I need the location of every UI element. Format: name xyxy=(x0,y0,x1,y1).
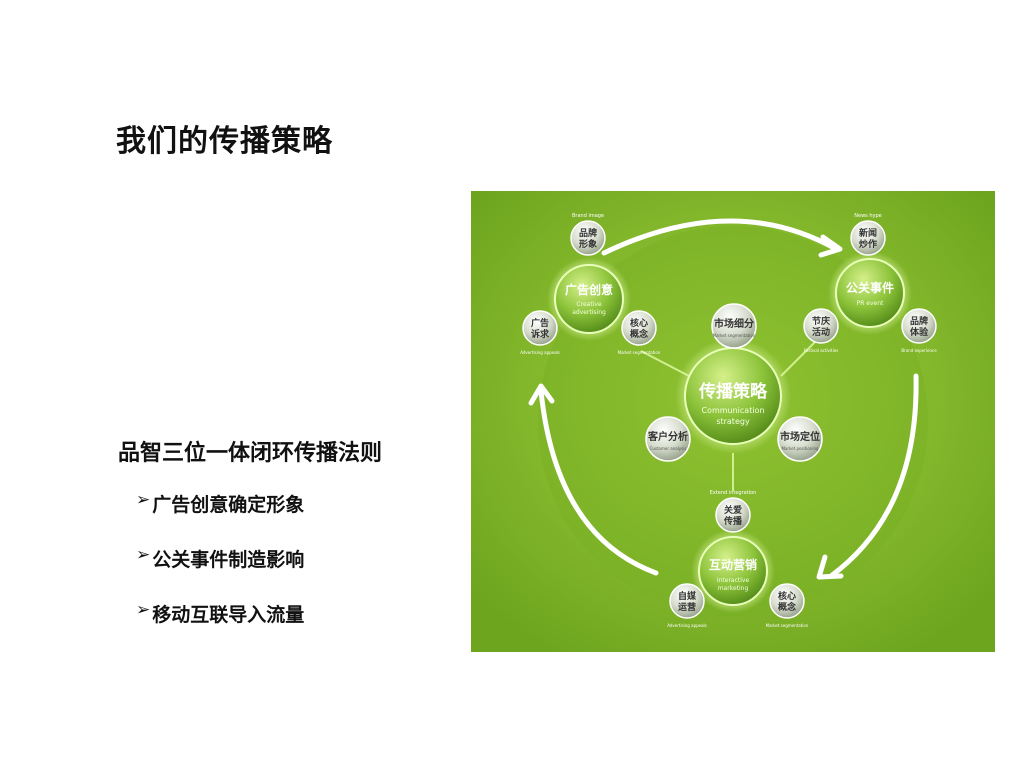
satellite-caption: Advertising appeals xyxy=(520,350,560,355)
inner-node-market-segmentation: 市场细分 Market segmentation xyxy=(711,303,757,349)
arrow-top xyxy=(601,218,839,256)
satellite-caption: Festival activities xyxy=(804,348,839,353)
inner-node-customer-analysis: 客户分析 Customer analysis xyxy=(645,416,691,462)
satellite-label-2: 运营 xyxy=(678,601,696,613)
hub-label: 公关事件 xyxy=(846,280,894,295)
hub-sub-1: PR event xyxy=(857,300,884,307)
arrow-bullet-icon: ➢ xyxy=(136,490,151,510)
arrow-top-head-icon xyxy=(818,234,843,258)
inner-node-label: 市场定位 xyxy=(780,430,820,443)
satellite-brand-experience: 品牌 体验 Brand experience xyxy=(901,308,937,353)
arrow-right-head-icon xyxy=(816,554,844,580)
satellite-caption: News hype xyxy=(854,213,881,219)
inner-node-sub: Customer analysis xyxy=(650,446,687,451)
center-label: 传播策略 xyxy=(698,381,768,402)
satellite-label-2: 概念 xyxy=(630,328,648,340)
bullet-item: ➢ 公关事件制造影响 xyxy=(136,545,304,600)
satellite-label-2: 炒作 xyxy=(859,238,877,250)
strategy-diagram: 传播策略 Communication strategy 市场细分 Market … xyxy=(471,191,995,652)
arrow-bullet-icon: ➢ xyxy=(136,600,151,620)
inner-node-sub: Market segmentation xyxy=(713,333,756,338)
satellite-news-hype: News hype 新闻 炒作 xyxy=(850,213,886,256)
satellite-brand-image: Brand image 品牌 形象 xyxy=(570,213,606,256)
hub-pr-event: 公关事件 PR event xyxy=(828,251,912,335)
arrow-left-head-icon xyxy=(528,383,555,406)
bullet-text: 公关事件制造影响 xyxy=(152,549,305,571)
inner-node-market-positioning: 市场定位 Market positioning xyxy=(777,416,823,462)
satellite-caption: Brand experience xyxy=(901,348,937,353)
arrow-left xyxy=(538,388,659,576)
hub-sub-1: Creative xyxy=(576,301,601,308)
satellite-label-1: 自媒 xyxy=(678,590,697,602)
satellite-label-1: 关爱 xyxy=(724,504,742,516)
satellite-self-media: 自媒 运营 Advertising appeals xyxy=(667,583,707,628)
hub-label: 互动营销 xyxy=(709,557,757,572)
page-title: 我们的传播策略 xyxy=(116,124,333,159)
satellite-label-1: 广告 xyxy=(531,317,549,329)
center-sub-2: strategy xyxy=(716,417,750,426)
satellite-caption: Brand image xyxy=(572,213,604,219)
satellite-caption: Extend integration xyxy=(710,490,757,496)
arrow-bullet-icon: ➢ xyxy=(136,545,151,565)
hub-sub-2: marketing xyxy=(718,585,749,592)
bullet-list: ➢ 广告创意确定形象 ➢ 公关事件制造影响 ➢ 移动互联导入流量 xyxy=(136,490,304,655)
satellite-label-2: 传播 xyxy=(723,515,743,527)
satellite-caption: Market segmentation xyxy=(618,350,661,355)
satellite-label-1: 品牌 xyxy=(910,315,928,327)
hub-interactive-marketing: 互动营销 Interactive marketing xyxy=(691,529,775,613)
satellite-caption: Advertising appeals xyxy=(667,623,707,628)
satellite-label-1: 节庆 xyxy=(812,315,830,327)
center-sub-1: Communication xyxy=(701,406,764,415)
strategy-diagram-svg: 传播策略 Communication strategy 市场细分 Market … xyxy=(471,191,995,652)
satellite-label-2: 概念 xyxy=(778,601,796,613)
satellite-label-2: 形象 xyxy=(579,238,597,250)
satellite-label-1: 品牌 xyxy=(579,227,597,239)
satellite-label-2: 体验 xyxy=(910,326,929,338)
hub-sub-2: advertising xyxy=(572,309,606,316)
satellite-label-2: 诉求 xyxy=(531,328,550,340)
arrow-right xyxy=(828,373,919,579)
inner-node-label: 客户分析 xyxy=(647,430,688,443)
section-subtitle: 品智三位一体闭环传播法则 xyxy=(118,441,383,466)
hub-sub-1: Interactive xyxy=(717,577,750,584)
hub-label: 广告创意 xyxy=(565,282,613,297)
inner-node-sub: Market positioning xyxy=(781,446,819,451)
satellite-label-1: 新闻 xyxy=(859,227,877,239)
bullet-text: 广告创意确定形象 xyxy=(152,494,305,516)
satellite-ad-appeals: 广告 诉求 Advertising appeals xyxy=(520,310,560,355)
satellite-label-2: 活动 xyxy=(812,326,830,338)
satellite-label-1: 核心 xyxy=(778,590,796,602)
hub-creative-advertising: 广告创意 Creative advertising xyxy=(547,257,631,341)
satellite-caption: Market segmentation xyxy=(766,623,809,628)
satellite-label-1: 核心 xyxy=(630,317,648,329)
bullet-item: ➢ 广告创意确定形象 xyxy=(136,490,304,545)
satellite-festival: 节庆 活动 Festival activities xyxy=(803,308,839,353)
satellite-spread: Extend integration 关爱 传播 xyxy=(710,490,757,533)
inner-node-label: 市场细分 xyxy=(714,317,754,330)
satellite-core-concept-top: 核心 概念 Market segmentation xyxy=(618,310,661,355)
bullet-item: ➢ 移动互联导入流量 xyxy=(136,600,304,655)
bullet-text: 移动互联导入流量 xyxy=(152,604,305,626)
satellite-core-concept-bottom: 核心 概念 Market segmentation xyxy=(766,583,809,628)
